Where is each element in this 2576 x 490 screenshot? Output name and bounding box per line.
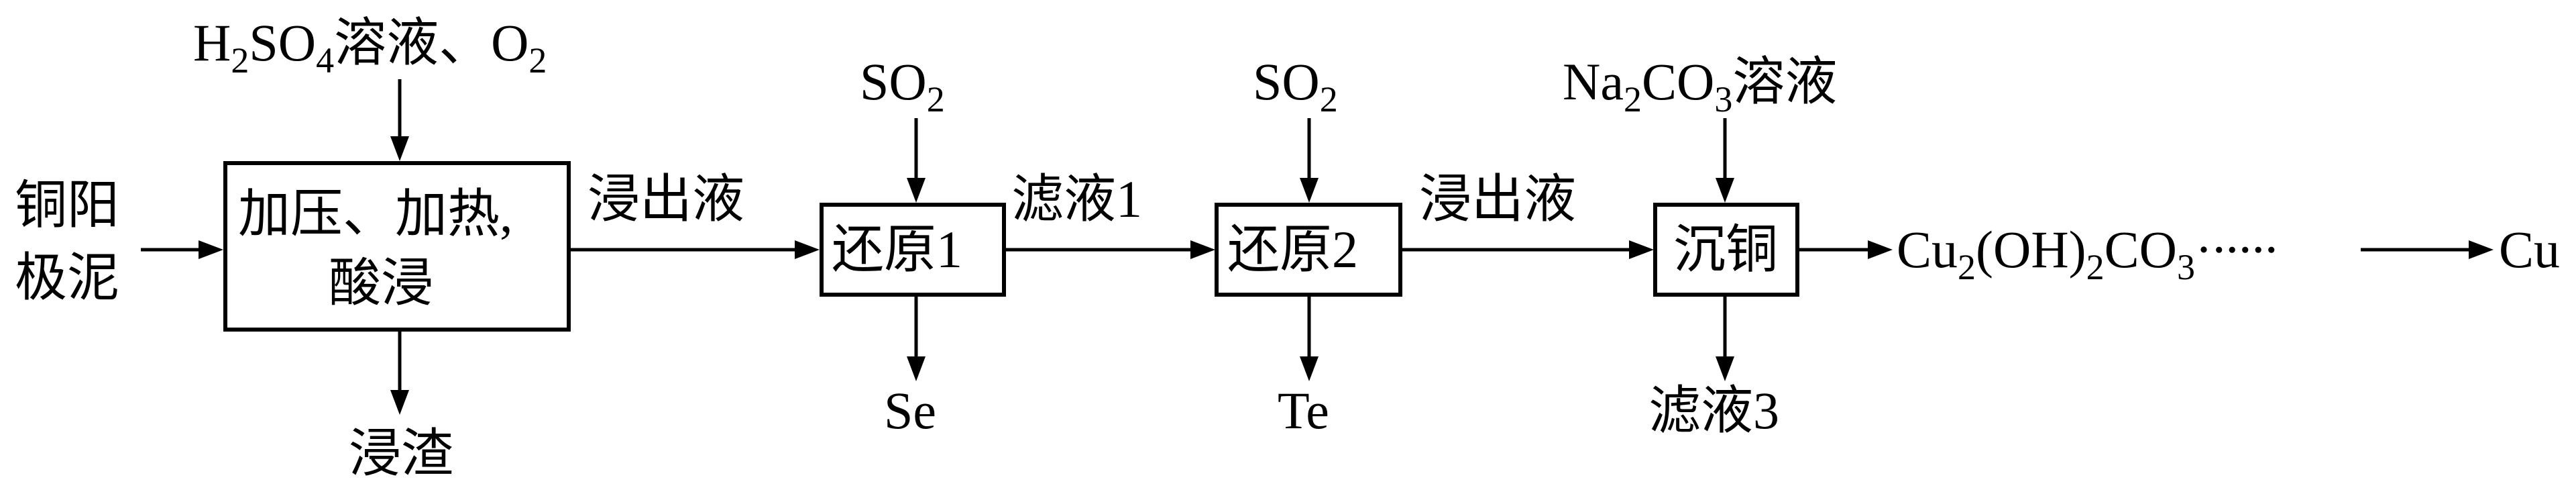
leach-reagent-label: H2SO4溶液、O2 [193, 13, 547, 81]
input-label-line1: 铜阳 [15, 176, 119, 234]
arrowhead-reduction2-reagent [1300, 178, 1319, 203]
arrowhead-leach-reagent [390, 136, 409, 161]
step-pressure-leach-line2: 酸浸 [329, 254, 433, 312]
arrowhead-reduction1-in [795, 240, 820, 259]
step-pressure-leach-box [223, 161, 571, 332]
arrowhead-tellurium [1300, 356, 1319, 381]
arrowhead-precipitation-in [1629, 240, 1654, 259]
arrowhead-reduction2-in [1190, 240, 1215, 259]
flow-leachate-1: 浸出液 [587, 170, 744, 228]
input-label-line2: 极泥 [15, 248, 119, 307]
reduction1-reagent: SO2 [860, 52, 945, 119]
precipitation-reagent: Na2CO3溶液 [1563, 52, 1837, 119]
arrowhead-product [1868, 240, 1893, 259]
arrowhead-reduction1-reagent [907, 178, 926, 203]
flow-filtrate-1: 滤液1 [1011, 170, 1142, 228]
arrowhead-final-copper [2469, 240, 2494, 259]
arrowhead-precipitation-reagent [1716, 178, 1734, 203]
step-copper-precipitation-label: 沉铜 [1673, 220, 1778, 279]
step-pressure-leach-line1: 加压、加热, [238, 185, 513, 243]
arrowhead-selenium [907, 356, 926, 381]
byproduct-filtrate-3: 滤液3 [1648, 381, 1779, 440]
reduction2-reagent: SO2 [1253, 52, 1338, 119]
arrowhead-filtrate-3 [1716, 356, 1734, 381]
step-reduction1-label: 还原1 [832, 220, 962, 279]
arrowhead-residue [390, 390, 409, 415]
byproduct-selenium: Se [884, 381, 936, 440]
byproduct-tellurium: Te [1278, 381, 1329, 440]
step-reduction2-label: 还原2 [1227, 220, 1358, 279]
byproduct-residue: 浸渣 [349, 424, 453, 483]
arrowhead-input [199, 240, 223, 259]
product-final-copper: Cu [2499, 220, 2560, 279]
flow-leachate-2: 浸出液 [1419, 170, 1576, 228]
product-basic-copper-carbonate: Cu2(OH)2CO3·∙∙∙∙∙ [1897, 220, 2278, 287]
step-copper-precipitation-box [1653, 203, 1799, 297]
